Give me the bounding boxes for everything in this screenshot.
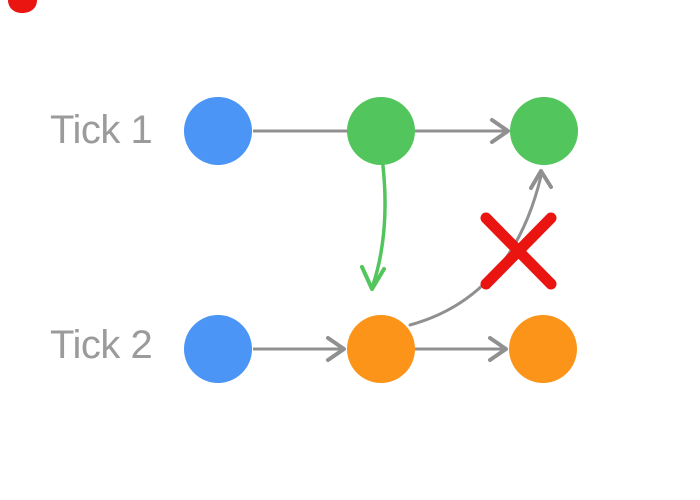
arrowhead-green-downward <box>360 265 386 291</box>
red-x-stroke-2 <box>480 212 557 290</box>
red-x-icon <box>480 212 557 290</box>
edge-green-downward-curve <box>371 164 387 287</box>
red-scribble-mark <box>8 0 37 13</box>
tick2-node2-orange <box>347 315 415 383</box>
arrowhead-tick2-n2-n3 <box>488 336 508 362</box>
tick2-node3-orange <box>509 315 577 383</box>
tick1-node1-blue <box>184 97 252 165</box>
tick1-label: Tick 1 <box>50 108 153 152</box>
arrowhead-gray-upward <box>529 169 553 190</box>
tick2-label: Tick 2 <box>50 323 153 367</box>
tick1-node3-green <box>510 97 578 165</box>
tick1-node2-green <box>347 97 415 165</box>
arrowhead-tick2-n1-n2 <box>326 336 346 362</box>
arrowhead-tick1-n2-n3 <box>490 118 510 144</box>
tick2-node1-blue <box>184 315 252 383</box>
